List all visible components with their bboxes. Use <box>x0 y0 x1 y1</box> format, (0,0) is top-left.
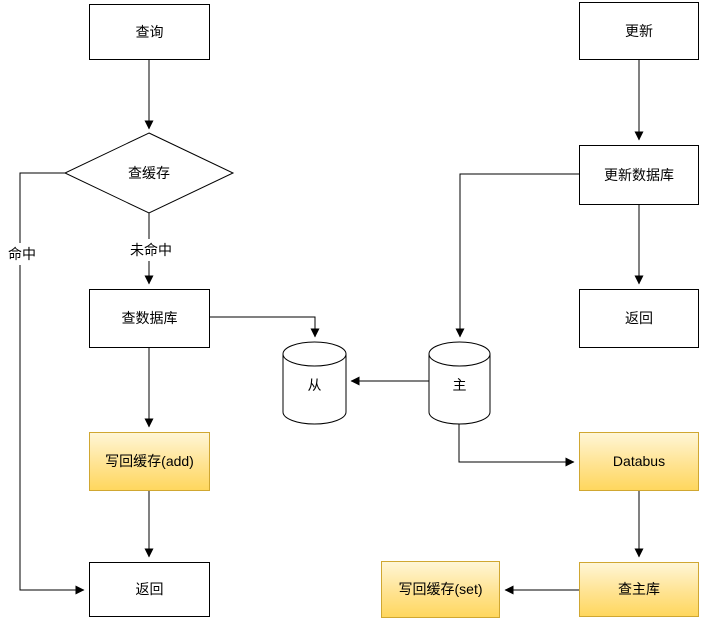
edge-updatedb-to-masterdb <box>455 173 579 338</box>
node-databus: Databus <box>579 432 699 491</box>
node-return-right: 返回 <box>579 289 699 348</box>
node-query-master: 查主库 <box>579 562 699 617</box>
edge-label-miss: 未命中 <box>122 239 180 261</box>
node-writeback-cache-add: 写回缓存(add) <box>89 432 210 491</box>
decision-check-cache-shape <box>63 132 235 214</box>
edge-checkcache-hit-to-return <box>19 172 85 595</box>
node-writeback-cache-set: 写回缓存(set) <box>381 561 500 618</box>
node-update: 更新 <box>579 2 699 60</box>
edge-querydb-to-slavedb <box>210 316 320 338</box>
database-cylinder-master <box>428 341 491 425</box>
edge-masterdb-to-databus <box>458 420 575 467</box>
node-return-left: 返回 <box>89 562 210 617</box>
node-query: 查询 <box>89 4 210 60</box>
edge-label-hit: 命中 <box>1 243 43 265</box>
database-cylinder-slave <box>282 341 347 425</box>
node-update-db: 更新数据库 <box>579 145 699 205</box>
node-query-db: 查数据库 <box>89 289 210 348</box>
